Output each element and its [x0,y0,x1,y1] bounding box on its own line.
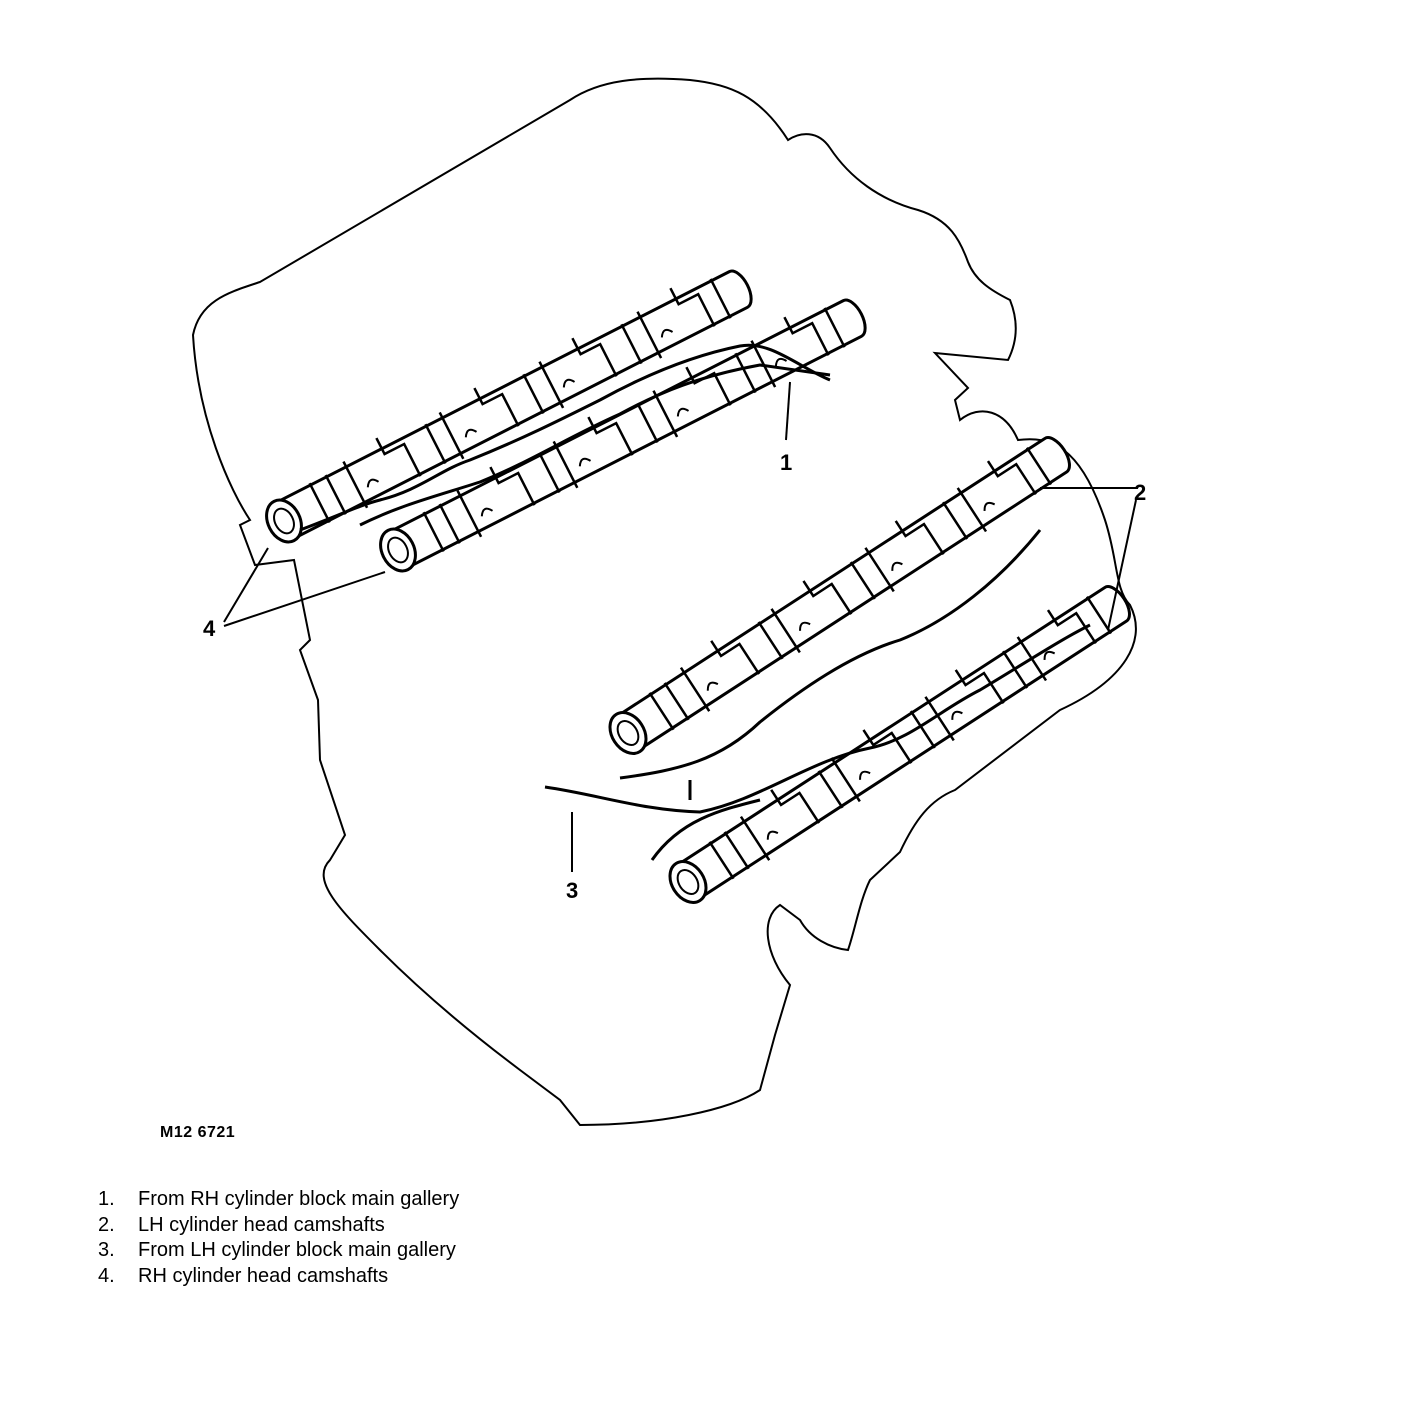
lh-camshaft-upper [595,421,1080,766]
callout-4: 4 [203,616,216,641]
callout-1: 1 [780,450,792,475]
engine-outline [191,77,1137,1127]
legend-number: 2. [98,1213,115,1236]
legend-text: From LH cylinder block main gallery [138,1239,456,1261]
legend-item: 3. From LH cylinder block main gallery [98,1238,459,1264]
legend-item: 2. LH cylinder head camshafts [98,1213,459,1239]
legend-number: 3. [98,1239,115,1261]
legend-text: RH cylinder head camshafts [138,1264,389,1287]
legend-number: 4. [98,1264,115,1287]
callout-2: 2 [1134,480,1146,505]
legend-item: 4. RH cylinder head camshafts [98,1264,459,1290]
legend-text: LH cylinder head camshafts [138,1213,385,1236]
lh-oil-gallery [544,529,1091,861]
lh-camshaft-lower [655,570,1140,915]
rh-oil-gallery [299,343,831,532]
legend-item: 1. From RH cylinder block main gallery [98,1187,459,1213]
callout-3: 3 [566,878,578,903]
figure-reference-code: M12 6721 [160,1124,236,1141]
legend-text: From RH cylinder block main gallery [138,1188,460,1210]
legend: 1. From RH cylinder block main gallery 2… [98,1187,459,1289]
engine-oil-circuit-diagram: 1 2 3 4 [191,77,1146,1127]
legend-number: 1. [98,1188,115,1210]
